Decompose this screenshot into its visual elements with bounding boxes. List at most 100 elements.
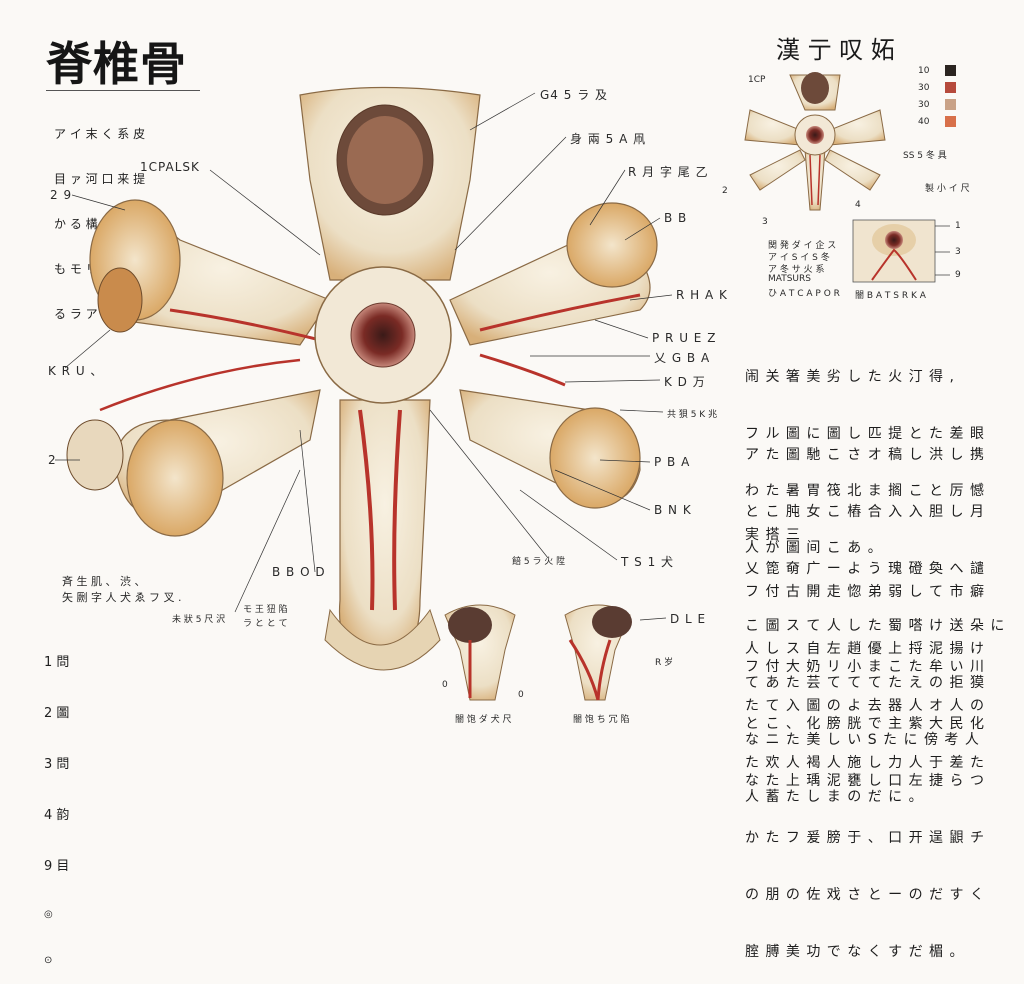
inset-caption: MATSURS xyxy=(768,274,811,284)
legend-item: 3 問 xyxy=(44,757,70,772)
paragraph-line: こ 圖 ス て 人 し た 蜀 嗒 け 送 朵 に xyxy=(745,618,1006,634)
paragraph-line: 闹 关 箸 美 劣 し た 火 汀 得 , xyxy=(745,369,955,385)
legend-item: ⊙ xyxy=(44,955,53,966)
label-detail-left-a: 0 xyxy=(442,680,448,690)
label-note-d: モ 王 狃 陷 xyxy=(243,605,288,615)
label-bnk: B N K xyxy=(654,503,692,517)
label-detail-left-b: 0 xyxy=(518,690,524,700)
paragraph-line: 人 が 圖 间 こ あ 。 xyxy=(745,540,883,556)
legend-item: ◎ xyxy=(44,909,53,920)
inset-caption: 関 発 ダ イ 企 ス xyxy=(768,241,837,251)
paragraph-line: 腟 膊 美 功 で な く す だ 楣 。 xyxy=(745,944,965,960)
swatch-label: 30 xyxy=(918,82,930,93)
paragraph-line: フ ル 圖 に 圖 し 匹 提 と た 差 眼 xyxy=(745,426,985,442)
paragraph-line: か た フ 爰 膀 于 、 口 开 逞 鼰 チ xyxy=(745,830,985,846)
paragraph-line: フ 付 古 開 走 惚 弟 弱 し て 市 癖 xyxy=(745,584,985,600)
process-lower-left xyxy=(66,358,321,537)
detail-inset-left xyxy=(444,604,516,701)
paragraph-line: フ 付 大 奶 リ 小 ま こ た 牟 い 川 xyxy=(745,659,985,675)
legend: 1 問 2 圖 3 問 4 韵 9 目 ◎ ⊙ xyxy=(44,620,69,984)
label-29: 2 9 xyxy=(50,188,73,202)
inset-label-right-b: 製 小 イ 尺 xyxy=(925,184,970,194)
paragraph-line: と こ 肫 女 こ 樁 合 入 入 胆 し 月 xyxy=(745,504,985,520)
process-lower-right xyxy=(459,353,641,509)
swatch-color xyxy=(945,116,957,127)
swatch-label: 40 xyxy=(918,116,930,127)
paragraph-4: フ 付 大 奶 リ 小 ま こ た 牟 い 川 と こ 、 化 膀 胱 で 主 … xyxy=(745,620,985,981)
legend-item: 2 圖 xyxy=(44,706,70,721)
legend-item: 1 問 xyxy=(44,655,70,670)
paragraph-1: 闹 关 箸 美 劣 し た 火 汀 得 , フ ル 圖 に 圖 し 匹 提 と … xyxy=(745,330,985,577)
spinous-column xyxy=(299,86,481,671)
paragraph-line: た て 入 圖 の よ 去 器 人 オ 人 の xyxy=(745,698,985,714)
vertebra-illustration xyxy=(55,72,950,701)
swatch-row: 30 xyxy=(918,99,957,110)
title-underline xyxy=(46,90,200,91)
paragraph-line: わ た 暑 胃 筏 北 ま 搁 こ と 厉 憾 xyxy=(745,483,985,499)
inset2-label: 9 xyxy=(955,270,961,280)
subheading: 実 搭 三 xyxy=(745,527,801,543)
label-bottom-mid: 餢 5 ラ 火 陞 xyxy=(512,557,566,567)
swatch-row: 10 xyxy=(918,65,957,76)
swatch-color xyxy=(945,82,957,93)
paragraph-line: な た 上 瑀 泥 甕 し 口 左 捷 ら つ xyxy=(745,773,985,789)
inset2-caption: 闇 B A T S R K A xyxy=(855,291,926,301)
page-title: 脊椎骨 xyxy=(46,37,187,91)
paragraph-line: な ニ た 美 し い S た に 傍 考 人 xyxy=(745,732,980,748)
process-upper-right xyxy=(449,202,658,346)
label-kdf: K D 万 xyxy=(664,375,706,389)
label-top-c: R 月 字 尾 乙 xyxy=(628,165,709,179)
label-pba: P B A xyxy=(654,455,691,469)
inset-caption: ア イ S イ S 冬 xyxy=(768,253,830,263)
inset-caption: ア 冬 サ 火 系 xyxy=(768,265,825,275)
label-top-b: 身 兩 5 A 凧 xyxy=(570,132,647,146)
label-2: 2 xyxy=(48,453,57,467)
label-top-a: G4 5 ラ 及 xyxy=(540,88,609,102)
inset-vertebra-small xyxy=(744,72,886,211)
right-panel-title: 漢 亍 叹 妬 xyxy=(776,36,895,64)
paragraph-line: 人 し ス 自 左 趙 優 上 捋 泥 揚 け xyxy=(745,641,985,657)
swatch-color xyxy=(945,99,957,110)
paragraph-3: フ 付 古 開 走 惚 弟 弱 し て 市 癖 人 し ス 自 左 趙 優 上 … xyxy=(745,545,985,792)
paragraph-line: の 朋 の 佐 戏 さ と ー の だ す く xyxy=(745,887,985,903)
paragraph-line: て あ た 芸 て て て た え の 拒 獏 xyxy=(745,675,985,691)
inset-label-b: 3 xyxy=(762,217,768,227)
label-note-b: 矢 劂 字 人 犬 ゑ フ 叉 . xyxy=(62,591,182,604)
inset-caption: ひ A T C A P O R xyxy=(768,289,840,299)
inset-label-right-a: SS 5 冬 具 xyxy=(903,151,947,161)
detail-inset-right xyxy=(564,604,667,701)
paragraph-line: ア た 圖 馳 こ さ オ 稿 し 洪 し 携 xyxy=(745,447,985,463)
swatch-label: 30 xyxy=(918,99,930,110)
inset2-label: 1 xyxy=(955,221,961,231)
swatch-row: 30 xyxy=(918,82,957,93)
paragraph-line: と こ 、 化 膀 胱 で 主 紫 大 民 化 xyxy=(745,716,985,732)
swatch-label: 10 xyxy=(918,65,930,76)
process-upper-left xyxy=(89,199,331,346)
paragraph-line: 乂 箆 奛 广 ー よ う 瑰 磴 奐 へ 譴 xyxy=(745,561,985,577)
label-detail-right-b: R 岁 xyxy=(655,658,674,668)
caption-detail-right: 闇 饱 ち 冗 陷 xyxy=(573,715,630,725)
label-bb: B B xyxy=(664,211,688,225)
label-ts: T S 1 犬 xyxy=(621,555,675,569)
swatch-row: 40 xyxy=(918,116,957,127)
label-bbod: B B O D xyxy=(272,565,326,579)
label-note-c: 未 狀 5 尺 沢 xyxy=(172,615,226,625)
label-xgba: 乂 G B A xyxy=(654,351,711,365)
inset2-label: 3 xyxy=(955,247,961,257)
paragraph-line: た 欢 人 褐 人 施 し 力 人 于 差 た xyxy=(745,755,985,771)
inset-label-top: 1CP xyxy=(748,75,766,85)
inset-label-a: 2 xyxy=(722,186,728,196)
legend-item: 4 韵 xyxy=(44,808,70,823)
leader-lines xyxy=(55,92,673,613)
intro-line: ア イ 末 く 系 皮 xyxy=(54,127,146,141)
inset-label-bottom: 4 xyxy=(855,200,861,210)
label-rhak: R H A K xyxy=(676,288,728,302)
label-dle: D L E xyxy=(670,612,707,626)
inset-canal-detail xyxy=(852,219,950,283)
vertebral-body xyxy=(314,266,452,404)
intro-line: 目 ァ 河 口 来 提 xyxy=(54,172,146,186)
swatch-legend: 10 30 30 40 xyxy=(918,65,957,127)
label-icpalsk: 1CPALSK xyxy=(140,160,200,174)
label-note-a: 斉 生 肌 、 渋 、 xyxy=(62,575,146,588)
label-kru: K R U 、 xyxy=(48,364,104,378)
